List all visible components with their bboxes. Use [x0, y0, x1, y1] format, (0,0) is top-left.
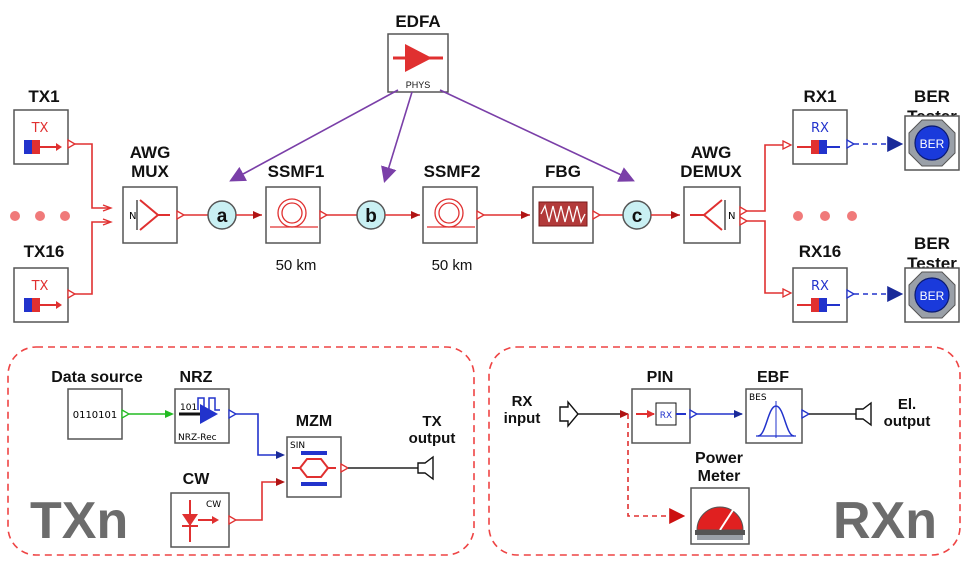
- grating-icon: [540, 204, 586, 224]
- pin-sub: RX: [660, 411, 672, 421]
- ssmf2-block[interactable]: SSMF2 50 km: [422, 162, 486, 274]
- node-c: c: [622, 200, 652, 230]
- tx16-to-mux-wire: [75, 221, 110, 295]
- awg-mux-port-label: N: [129, 211, 136, 222]
- cw-to-mzm-wire: [236, 481, 283, 521]
- data-source-title: Data source: [51, 369, 143, 386]
- ellipsis-dots-left: [10, 211, 70, 221]
- input-connector-icon: [559, 400, 579, 428]
- ssmf2-length: 50 km: [432, 257, 473, 274]
- tx1-title: TX1: [28, 87, 59, 106]
- data-source-bits: 0110101: [73, 410, 118, 421]
- nrz-sub: NRZ-Rec: [178, 433, 217, 443]
- node-b: b: [356, 200, 386, 230]
- ebf-title: EBF: [757, 369, 789, 386]
- ellipsis-dots-right: [793, 211, 857, 221]
- rx-input-line1: RX: [512, 393, 533, 410]
- el-output-line2: output: [884, 413, 931, 430]
- tx1-block[interactable]: TX1 TX: [13, 87, 77, 165]
- ber-tester-16[interactable]: BER Tester BER: [904, 234, 960, 323]
- ber16-line1: BER: [914, 234, 950, 253]
- demux-to-rx16-wire: [747, 220, 790, 294]
- cw-sub: CW: [206, 500, 221, 510]
- awg-demux-block[interactable]: AWG DEMUX N: [680, 143, 749, 244]
- tx1-to-mux-wire: [75, 143, 110, 209]
- ber1-icon-text: BER: [920, 137, 945, 151]
- ber1-line1: BER: [914, 87, 950, 106]
- awg-demux-port-label: N: [728, 211, 735, 222]
- tx16-block[interactable]: TX16 TX: [13, 242, 77, 323]
- rx1-title: RX1: [803, 87, 836, 106]
- fbg-title: FBG: [545, 162, 581, 181]
- txn-panel: [7, 346, 475, 556]
- filter-curve-icon: [757, 405, 795, 437]
- tx16-title: TX16: [24, 242, 65, 261]
- rx-input-port[interactable]: RX input: [504, 393, 579, 428]
- edfa-sub: PHYS: [406, 80, 431, 90]
- ebf-block[interactable]: EBF BES: [745, 369, 811, 444]
- data-source-block[interactable]: Data source 0110101: [51, 369, 143, 440]
- awg-demux-line1: AWG: [691, 143, 732, 162]
- rx16-block[interactable]: RX16 RX: [792, 242, 856, 323]
- rx16-icon-text: RX: [811, 279, 829, 294]
- ssmf1-block[interactable]: SSMF1 50 km: [265, 162, 329, 274]
- ber-tester-1[interactable]: BER Tester BER: [904, 87, 960, 171]
- mzm-sub: SIN: [290, 441, 305, 451]
- awg-mux-block[interactable]: AWG MUX N: [122, 143, 186, 244]
- txn-panel-label: TXn: [30, 492, 128, 550]
- power-meter-line1: Power: [695, 450, 743, 467]
- edfa-block[interactable]: EDFA PHYS: [387, 12, 449, 93]
- ebf-sub: BES: [749, 393, 767, 403]
- rx16-title: RX16: [799, 242, 842, 261]
- rx-to-power-meter-wire: [627, 414, 686, 524]
- el-output-line1: El.: [898, 396, 916, 413]
- nrz-title: NRZ: [180, 369, 213, 386]
- tx-output-port[interactable]: TX output: [409, 413, 456, 481]
- node-a: a: [207, 200, 237, 230]
- awg-demux-line2: DEMUX: [680, 162, 742, 181]
- rx-input-line2: input: [504, 410, 541, 427]
- ber16-icon-text: BER: [920, 289, 945, 303]
- tx1-icon-text: TX: [31, 121, 49, 136]
- power-meter-block[interactable]: Power Meter: [690, 450, 750, 545]
- nrz-to-mzm-wire: [236, 413, 283, 456]
- pin-block[interactable]: PIN RX: [631, 369, 699, 444]
- svg-text:a: a: [217, 206, 228, 227]
- fbg-block[interactable]: FBG: [532, 162, 602, 244]
- edfa-to-c-arrow: [439, 89, 635, 182]
- amplifier-icon: [405, 44, 432, 72]
- nrz-block[interactable]: NRZ 101 NRZ-Rec: [174, 369, 238, 444]
- svg-text:b: b: [365, 206, 377, 227]
- ssmf1-length: 50 km: [276, 257, 317, 274]
- pin-title: PIN: [647, 369, 674, 386]
- rx1-icon-text: RX: [811, 121, 829, 136]
- edfa-title: EDFA: [395, 12, 440, 31]
- mzm-block[interactable]: MZM SIN: [286, 413, 350, 498]
- cw-block[interactable]: CW CW: [170, 471, 238, 548]
- cw-title: CW: [183, 471, 211, 488]
- tx-output-line1: TX: [422, 413, 441, 430]
- mzm-title: MZM: [296, 413, 332, 430]
- ssmf1-title: SSMF1: [268, 162, 325, 181]
- awg-mux-line1: AWG: [130, 143, 171, 162]
- power-meter-line2: Meter: [698, 468, 741, 485]
- tx-output-line2: output: [409, 430, 456, 447]
- awg-mux-line2: MUX: [131, 162, 169, 181]
- edfa-to-b-arrow: [381, 91, 413, 184]
- ssmf2-title: SSMF2: [424, 162, 481, 181]
- tx1-port: [67, 138, 77, 150]
- demux-to-rx1-wire: [747, 144, 790, 212]
- rxn-panel: [488, 346, 961, 556]
- el-output-port[interactable]: El. output: [855, 396, 931, 430]
- output-connector-icon: [417, 455, 434, 481]
- svg-text:c: c: [632, 206, 643, 227]
- edfa-to-a-arrow: [229, 89, 399, 182]
- tx16-icon-text: TX: [31, 279, 49, 294]
- rx1-block[interactable]: RX1 RX: [792, 87, 856, 165]
- output-connector-icon-2: [855, 401, 872, 427]
- nrz-bits: 101: [180, 403, 197, 413]
- tx16-port: [67, 288, 77, 300]
- rxn-panel-label: RXn: [833, 492, 937, 550]
